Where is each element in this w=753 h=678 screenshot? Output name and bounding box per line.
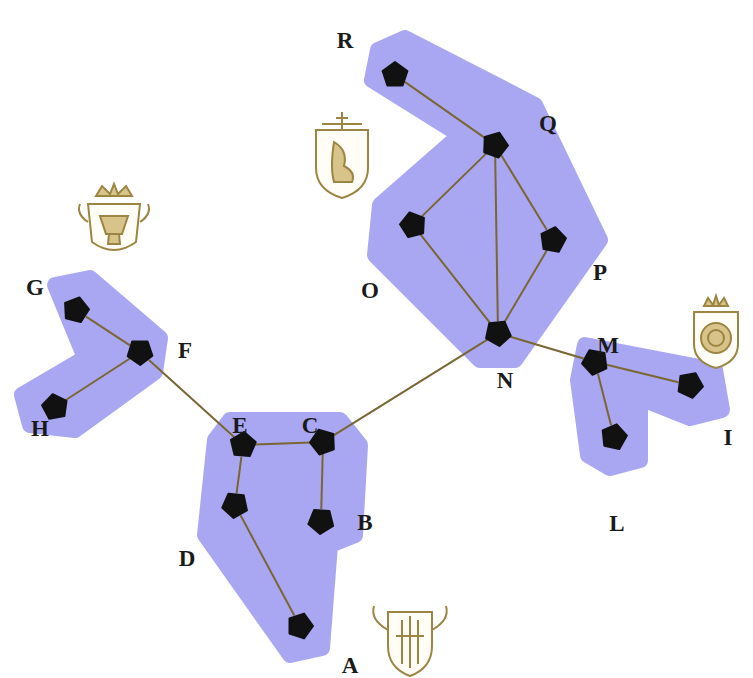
graph-vertex: B [307,507,335,535]
vertex-label: F [178,339,192,362]
vertex-label: C [302,414,319,437]
vertex-pentagon [221,491,249,519]
graph-vertex: N [484,319,512,347]
edge-line [405,82,485,138]
edge-line [333,339,488,435]
vertex-label: O [361,279,379,302]
edge-line [495,157,498,321]
crest [373,606,446,676]
edge-line [422,153,487,216]
edge-line [255,442,311,444]
edge-line [598,374,611,426]
edge-line [86,317,130,346]
edge-line [149,360,234,437]
vertex-label: L [609,512,624,535]
vertex-pentagon [62,296,90,324]
vertex-label: N [497,369,514,392]
vertex-label: H [31,417,49,440]
vertex-label: P [593,261,607,284]
vertex-pentagon [481,131,509,159]
vertex-label: M [597,334,619,357]
vertex-label: I [724,426,733,449]
vertex-pentagon [307,507,335,535]
vertex-pentagon [126,338,154,366]
graph-vertex: E [229,431,257,459]
vertex-label: D [179,547,196,570]
edge-line [65,359,130,401]
vertex-pentagon [286,612,314,640]
edge-line [607,365,679,382]
edge-line [420,234,490,323]
vertex-label: A [342,654,359,677]
vertex-label: G [26,276,44,299]
crest [694,296,738,368]
edge-line [237,457,242,493]
edge-line [241,516,295,616]
vertex-pentagon [676,371,704,399]
vertex-label: E [232,414,247,437]
graph-vertex: D [221,491,249,519]
edge-line [501,155,546,230]
graph-vertex: P [539,226,567,254]
vertex-label: Q [539,112,557,135]
graph-vertex: M [581,348,609,376]
region [372,38,600,360]
crest [316,112,368,198]
graph-vertex: Q [481,131,509,159]
edge-line [504,250,547,322]
vertex-pentagon [484,319,512,347]
region [22,278,160,430]
region [578,345,722,468]
vertex-pentagon [399,211,427,239]
region [205,420,360,655]
graph-vertex: A [286,612,314,640]
vertex-label: B [357,511,372,534]
vertex-pentagon [539,226,567,254]
graph-vertex: R [381,61,409,89]
vertex-pentagon [381,61,409,89]
crest [79,184,149,250]
graph-vertex: O [399,211,427,239]
graph-vertex: L [600,423,628,451]
vertex-label: R [337,29,354,52]
graph-vertex: I [676,371,704,399]
graph-vertex: H [41,393,69,421]
edge-line [321,454,322,509]
vertex-pentagon [600,423,628,451]
graph-vertex: G [62,296,90,324]
graph-vertex: C [309,428,337,456]
graph-vertex: F [126,338,154,366]
edge-line [509,336,583,358]
